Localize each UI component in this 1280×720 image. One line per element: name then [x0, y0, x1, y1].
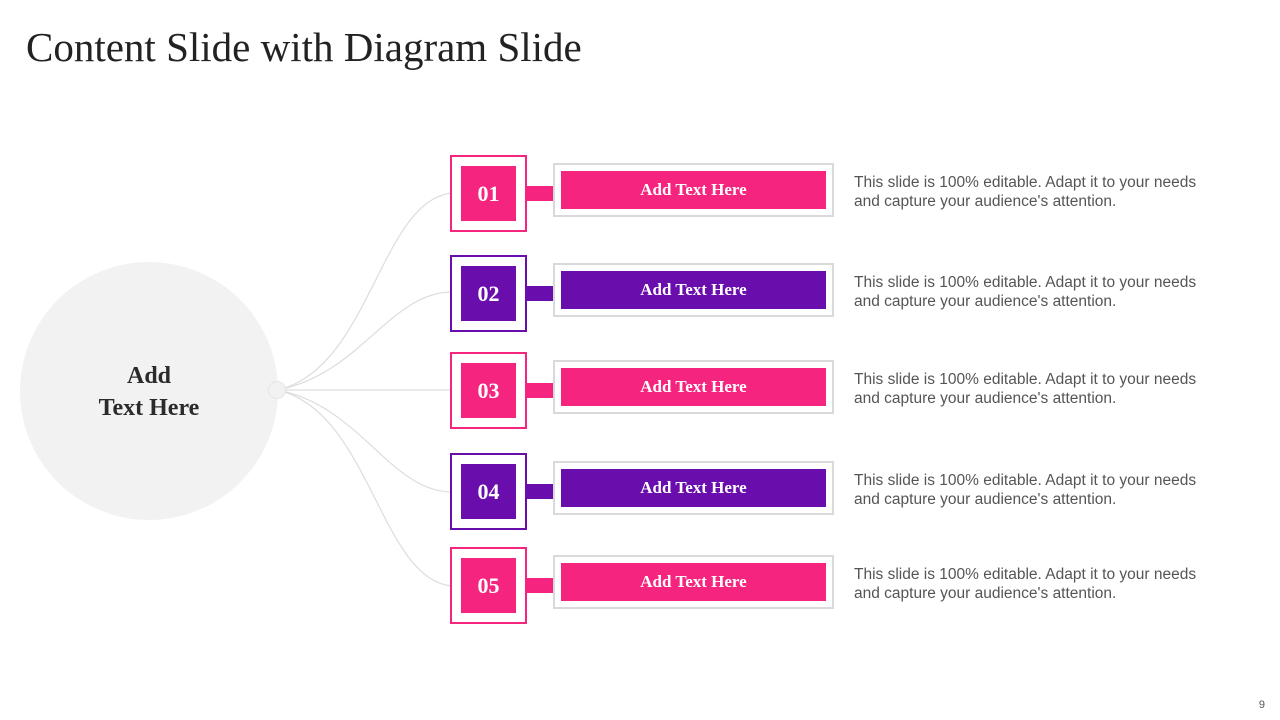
label-frame: Add Text Here [553, 163, 834, 217]
hub-label: Add Text Here [69, 360, 229, 424]
item-label: Add Text Here [561, 171, 826, 209]
connector-stub [525, 383, 555, 398]
item-row-04: 04 Add Text Here This slide is 100% edit… [450, 453, 1230, 531]
number-frame: 02 [450, 255, 527, 332]
item-row-01: 01 Add Text Here This slide is 100% edit… [450, 155, 1230, 233]
number-badge: 05 [461, 558, 516, 613]
slide-title: Content Slide with Diagram Slide [26, 24, 582, 70]
number-frame: 03 [450, 352, 527, 429]
item-description: This slide is 100% editable. Adapt it to… [854, 566, 1197, 602]
item-label: Add Text Here [561, 271, 826, 309]
number-badge: 02 [461, 266, 516, 321]
hub-label-line-1: Add [126, 363, 172, 389]
item-label: Add Text Here [561, 368, 826, 406]
connector-line-01 [276, 192, 453, 391]
label-frame: Add Text Here [553, 555, 834, 609]
hub-label-line-2: Text Here [98, 395, 200, 421]
item-description: This slide is 100% editable. Adapt it to… [854, 274, 1197, 310]
connector-stub [525, 286, 555, 301]
connector-stub [525, 578, 555, 593]
number-frame: 05 [450, 547, 527, 624]
connector-line-04 [276, 389, 453, 493]
number-badge: 01 [461, 166, 516, 221]
item-description: This slide is 100% editable. Adapt it to… [854, 472, 1197, 508]
number-badge: 03 [461, 363, 516, 418]
item-description: This slide is 100% editable. Adapt it to… [854, 174, 1197, 210]
page-number: 9 [1258, 699, 1265, 711]
hub-node [268, 381, 286, 399]
connector-stub [525, 484, 555, 499]
number-badge: 04 [461, 464, 516, 519]
item-description: This slide is 100% editable. Adapt it to… [854, 371, 1197, 407]
connector-line-02 [276, 291, 453, 391]
connector-stub [525, 186, 555, 201]
item-row-03: 03 Add Text Here This slide is 100% edit… [450, 352, 1230, 430]
hub-circle: Add Text Here [20, 262, 278, 520]
item-label: Add Text Here [561, 563, 826, 601]
label-frame: Add Text Here [553, 461, 834, 515]
label-frame: Add Text Here [553, 360, 834, 414]
number-frame: 01 [450, 155, 527, 232]
number-frame: 04 [450, 453, 527, 530]
item-row-05: 05 Add Text Here This slide is 100% edit… [450, 547, 1230, 625]
item-row-02: 02 Add Text Here This slide is 100% edit… [450, 255, 1230, 333]
label-frame: Add Text Here [553, 263, 834, 317]
connector-line-05 [276, 389, 453, 587]
item-label: Add Text Here [561, 469, 826, 507]
